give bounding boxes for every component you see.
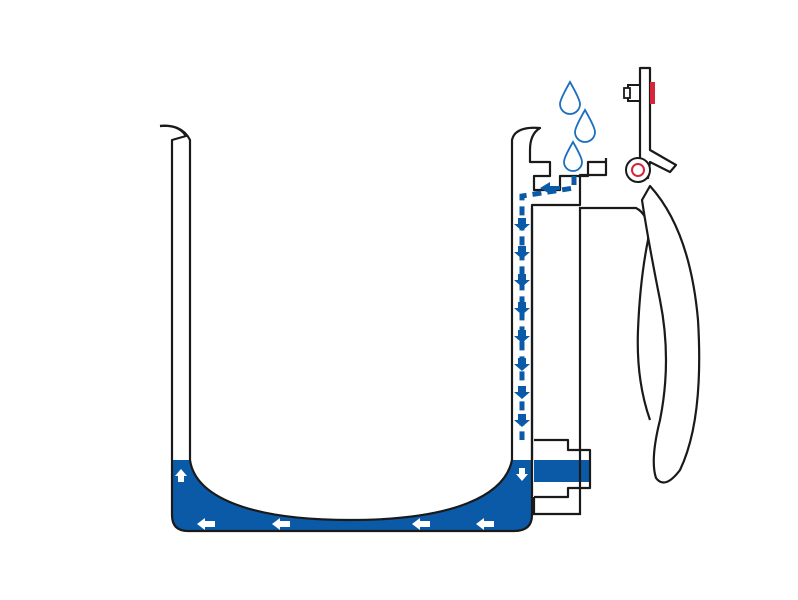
flow-arrow-down <box>514 274 530 287</box>
flow-arrow-left <box>272 518 290 530</box>
droplet-icon <box>563 140 583 172</box>
handle-mount <box>578 206 652 440</box>
flow-arrow-down <box>514 414 530 427</box>
flow-arrow-up <box>175 469 187 482</box>
outlet-water <box>534 460 590 482</box>
flow-arrow-down <box>514 218 530 231</box>
flow-arrow-down <box>514 246 530 259</box>
outlet-box <box>534 438 592 499</box>
inner-bowl <box>188 459 514 522</box>
droplet-icon <box>559 80 581 115</box>
channel-arrows <box>514 182 560 427</box>
flow-arrow-down <box>514 302 530 315</box>
lever-knob-back <box>623 87 631 99</box>
pivot-inner <box>631 163 645 177</box>
base-plate <box>532 440 582 516</box>
droplets <box>559 80 596 172</box>
lever-handle <box>640 184 701 484</box>
lever-red-tab <box>650 82 655 104</box>
left-rim <box>159 124 192 460</box>
flow-arrow-down <box>514 386 530 399</box>
flow-arrow-left <box>197 518 215 530</box>
right-inner-wall <box>510 126 606 460</box>
water-reservoir <box>172 460 532 531</box>
flow-arrow-down <box>516 468 528 481</box>
bottom-arrows <box>175 468 528 530</box>
flow-arrow-left <box>476 518 494 530</box>
flow-arrow-left <box>412 518 430 530</box>
flow-arrow-down <box>514 330 530 343</box>
flow-arrow-left <box>540 182 560 194</box>
flow-arrow-down <box>514 358 530 371</box>
droplet-icon <box>574 108 596 143</box>
